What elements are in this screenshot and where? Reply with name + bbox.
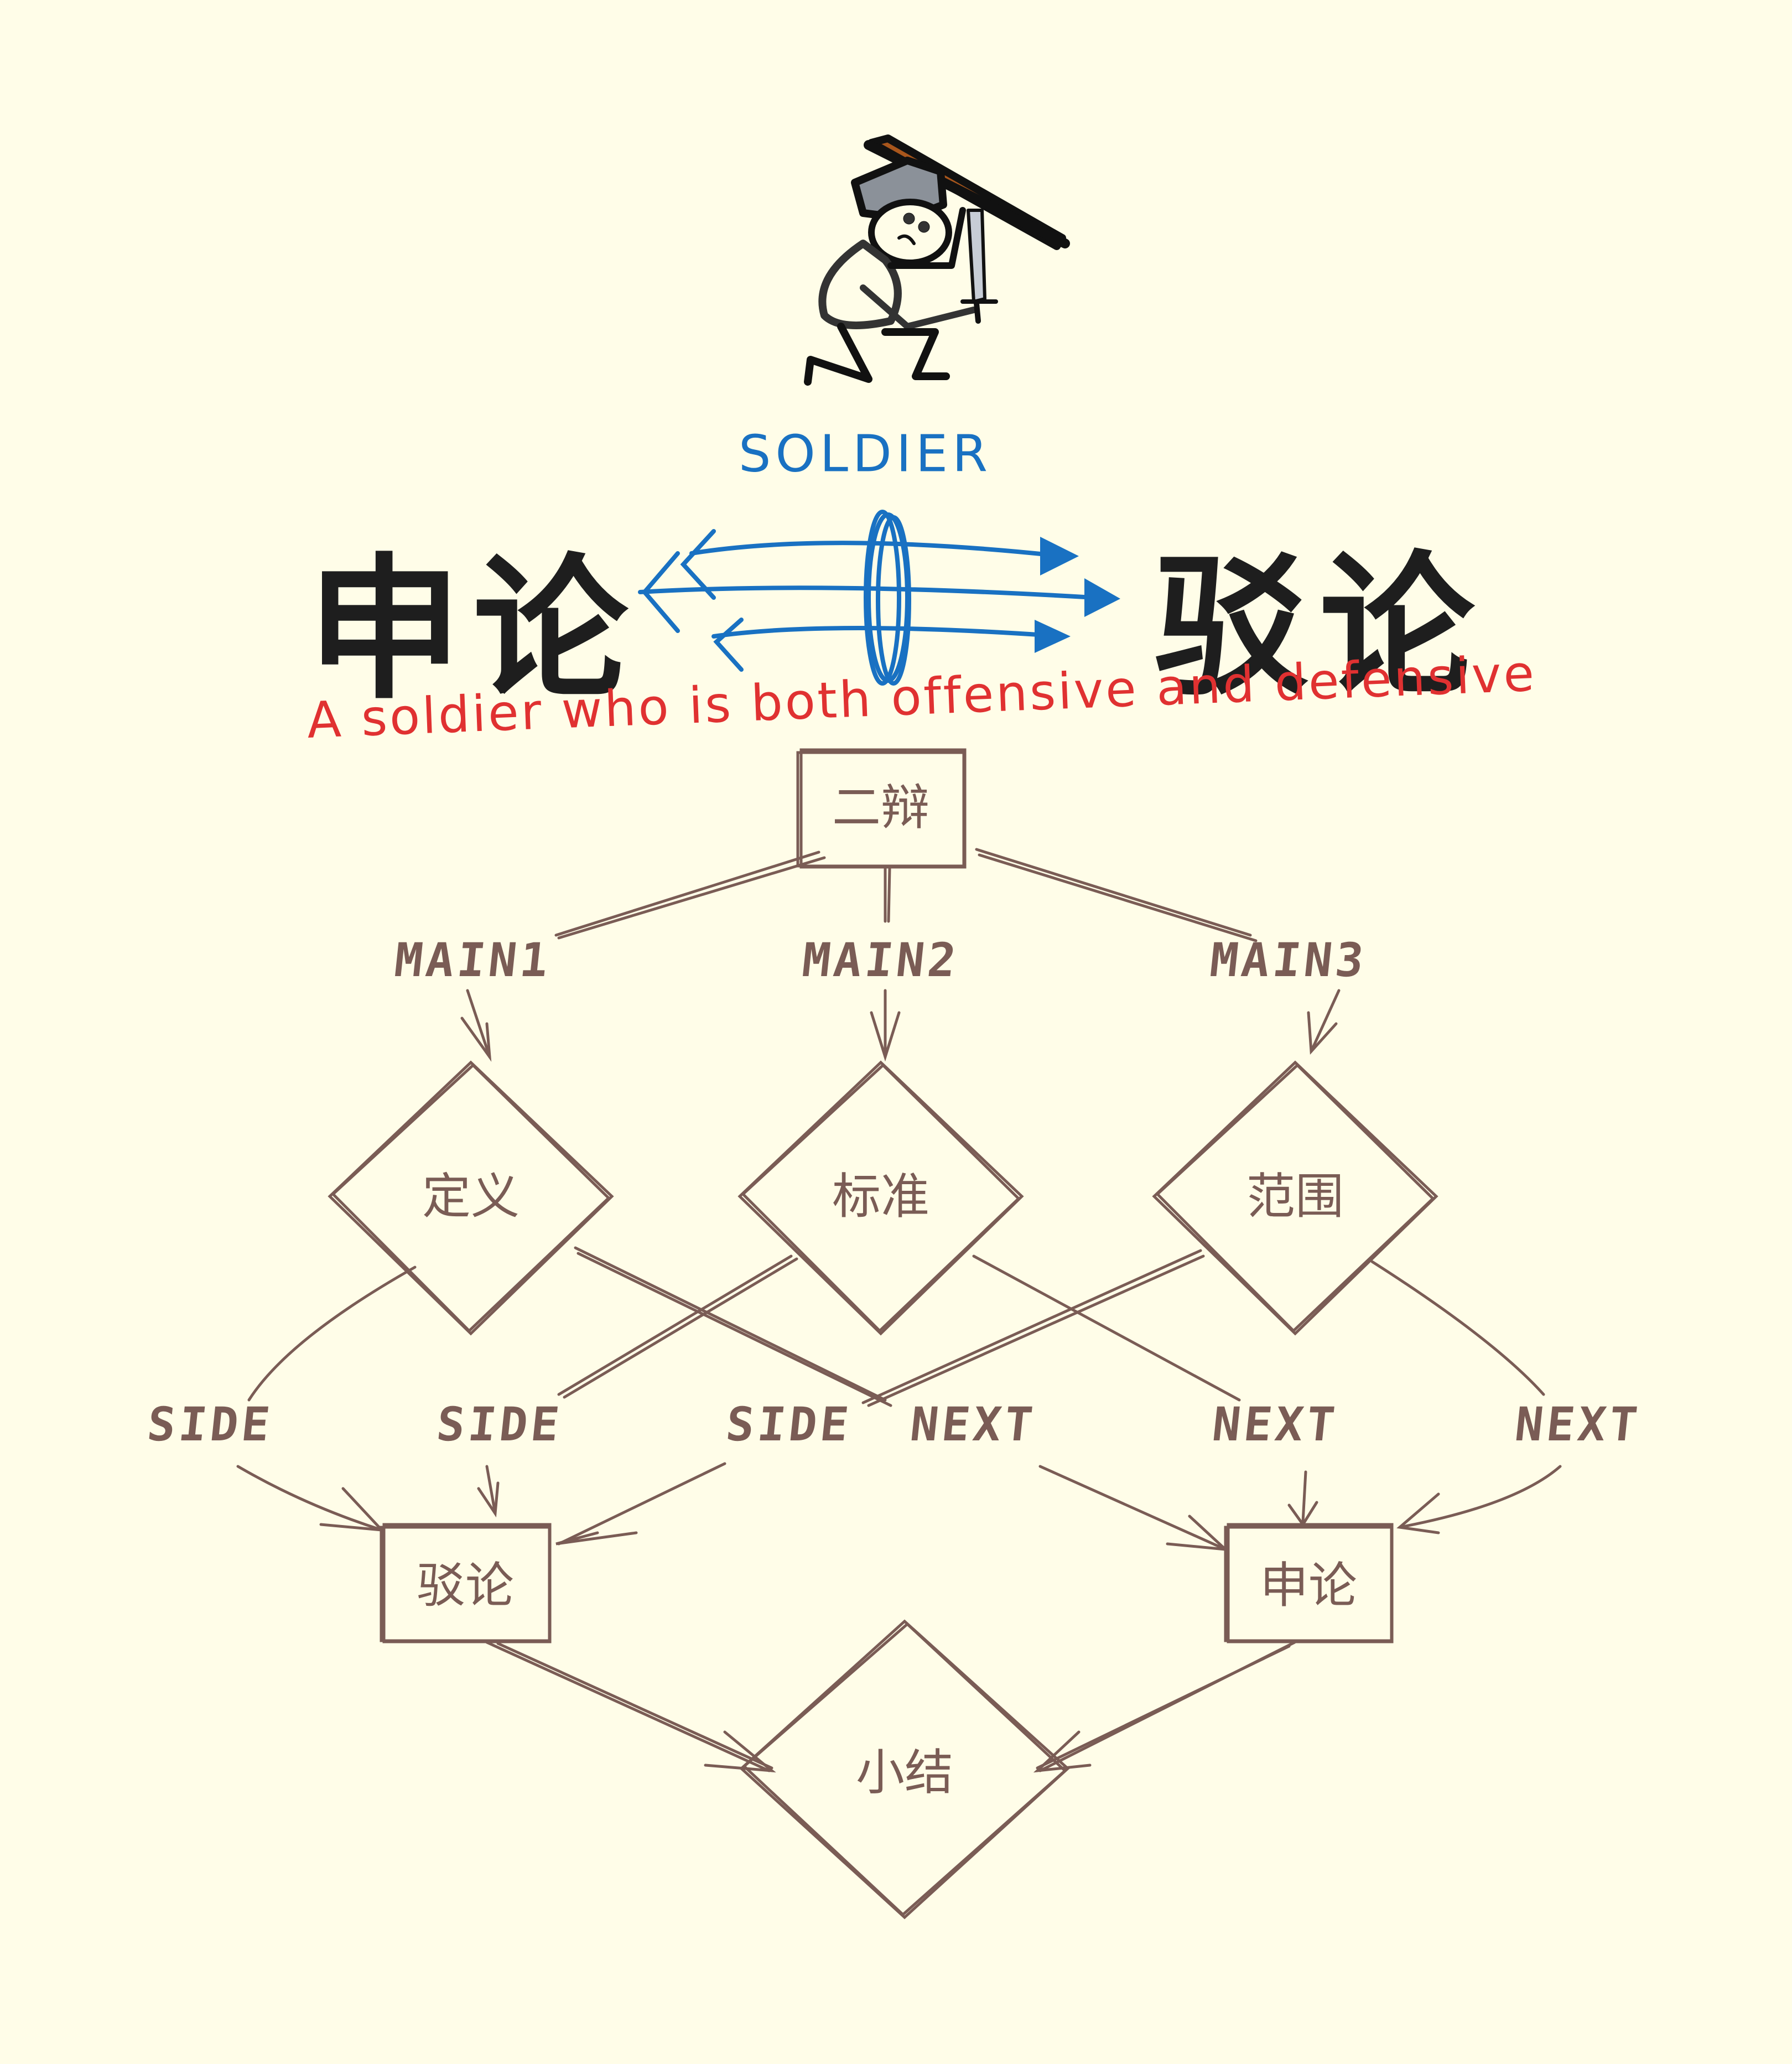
soldier-icon xyxy=(804,134,1070,386)
diamond-node-standard: 标准 xyxy=(832,1168,930,1225)
edge-label-side-2: SIDE xyxy=(434,1397,565,1451)
edge-label-next-1: NEXT xyxy=(907,1397,1039,1451)
title-shenlun: 申论 xyxy=(307,538,639,720)
edge-label-side-1: SIDE xyxy=(144,1397,276,1451)
edge-label-side-3: SIDE xyxy=(723,1397,855,1451)
sink-node-summary: 小结 xyxy=(855,1744,954,1801)
edge-label-main3: MAIN3 xyxy=(1207,933,1370,987)
soldier-label: SOLDIER xyxy=(738,424,993,484)
edge-label-next-2: NEXT xyxy=(1209,1397,1341,1451)
edge-label-main1: MAIN1 xyxy=(392,933,554,987)
edge-label-main2: MAIN2 xyxy=(799,933,962,987)
edge-label-next-3: NEXT xyxy=(1512,1397,1644,1451)
root-node-label: 二辩 xyxy=(832,779,930,836)
diamond-node-definition: 定义 xyxy=(422,1168,520,1225)
diamond-node-scope: 范围 xyxy=(1246,1168,1344,1225)
target-node-shenlun: 申论 xyxy=(1259,1557,1358,1614)
title-bolun: 驳论 xyxy=(1154,536,1485,718)
target-node-bolun: 驳论 xyxy=(416,1557,515,1614)
